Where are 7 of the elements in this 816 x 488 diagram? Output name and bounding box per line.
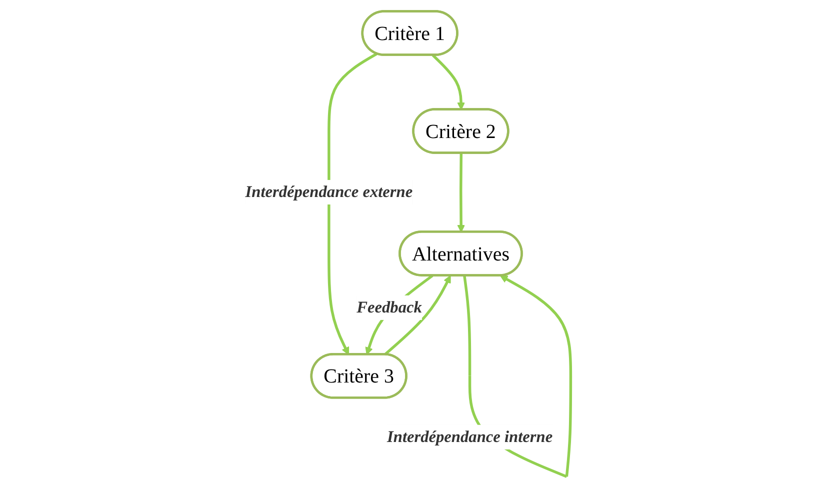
arrow <box>457 153 466 232</box>
edge-label: Interdépendance externe <box>245 182 413 201</box>
edge-label: Feedback <box>356 298 422 316</box>
arrow <box>432 54 466 110</box>
arrow <box>384 275 451 356</box>
arrow <box>328 52 378 355</box>
edge-label: Interdépendance interne <box>387 428 553 446</box>
